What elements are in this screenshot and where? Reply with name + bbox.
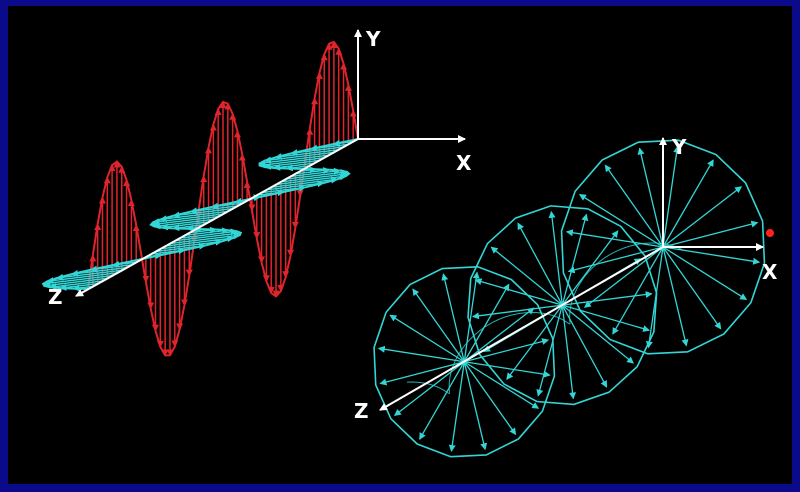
magnetic-vector [263,151,334,164]
rotating-vector [583,246,664,308]
rotating-field-rings [373,139,766,458]
rotating-vector [637,147,664,248]
circular-wave: Y X Z [354,135,778,458]
rotating-vector [662,246,722,330]
magnetic-vector [266,180,325,191]
rotating-vector [463,361,540,409]
magnetic-vector [160,221,209,231]
rotating-vector [662,145,681,248]
rotating-vector [506,304,563,380]
rotating-vector [561,304,608,388]
wave-diagram: Y X Z Y X Z [41,27,778,458]
y-axis-label: Y [365,27,381,51]
rotating-vector [463,307,535,363]
rotating-vector [490,246,563,306]
rotating-vector [604,164,664,248]
field-ring [560,139,766,355]
tip-dot [766,229,774,237]
rotating-vector [548,210,563,306]
rotating-vector [565,229,664,248]
rotating-vector [474,278,563,306]
rotating-vector [561,230,619,306]
magnetic-vector [46,272,118,285]
magnetic-vector [152,213,224,226]
magnetic-vector [159,210,228,223]
x-axis-label: X [456,151,472,175]
z-axis-label: Z [354,399,369,423]
rotating-vector [448,361,465,452]
rotating-vector [612,246,664,335]
rotating-vector [662,220,759,248]
magnetic-vector [290,167,341,178]
electric-field-vectors [87,40,359,357]
magnetic-field-vectors [41,138,359,292]
magnetic-vector [42,274,113,287]
magnetic-vector [280,170,351,183]
rotating-vector [561,304,634,364]
rotating-vector [419,361,465,440]
magnetic-vector [184,227,230,237]
rotating-vector [463,283,510,363]
helix-trace [406,242,683,395]
magnetic-vector [271,176,339,188]
rotating-vector [662,246,689,347]
circular-axes: Y X Z [354,135,778,423]
rotating-vector [377,345,465,363]
rotating-vector [393,361,465,416]
magnetic-vector [258,154,330,167]
rotating-vector [662,246,761,265]
field-ring [467,205,658,406]
rotating-vector [662,246,748,300]
rotating-vector [517,222,563,306]
magnetic-vector [160,238,223,250]
rotating-field-vectors [377,145,761,452]
magnetic-vector [274,148,339,161]
rotating-vector [561,213,589,306]
z-axis [75,138,359,297]
magnetic-envelope [41,138,359,290]
rotating-vector [662,186,743,248]
rotating-vector [464,361,551,378]
rotating-vector [463,361,488,451]
magnetic-vector [172,207,233,219]
linear-wave: Y X Z [41,27,472,357]
rotating-vector [441,273,465,362]
rotating-vector [463,271,480,362]
rotating-vector [389,314,465,363]
rotating-vector [562,290,653,306]
rotating-vector [471,304,563,320]
rotating-vector [379,361,465,386]
diagram-canvas: Y X Z Y X Z [8,6,792,484]
magnetic-vector [179,228,238,239]
rotating-vector [562,304,650,332]
magnetic-vector [49,280,103,290]
magnetic-vector [273,162,315,171]
magnetic-vector [174,230,242,242]
rotating-vector [536,304,563,397]
rotating-vector [464,338,550,363]
magnetic-vector [149,215,219,228]
z-axis-label: Z [48,285,63,309]
rotating-vector [578,194,664,248]
magnetic-vector [56,269,122,281]
rotating-vector [412,288,465,363]
linear-axes: Y X Z [48,27,472,309]
x-axis-label: X [762,260,778,284]
magnetic-vector [285,169,348,180]
electric-envelope [87,40,359,357]
rotating-vector [567,246,664,274]
rotating-vector [645,246,664,349]
rotating-vector [561,305,577,400]
rotating-vector [463,361,517,436]
y-axis-label: Y [671,135,687,159]
rotating-vector [662,159,714,248]
z-axis [379,246,664,411]
